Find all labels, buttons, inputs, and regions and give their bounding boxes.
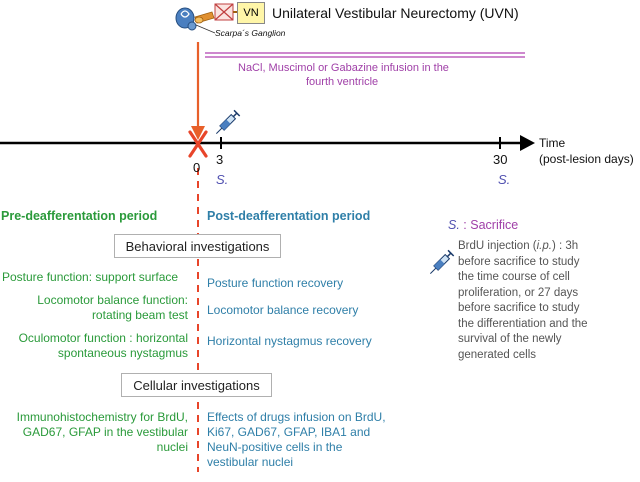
pre-oculomotor-a: Oculomotor function : horizontal: [18, 331, 188, 345]
lesion-x-icon: [188, 130, 208, 158]
post-cellular-line-1: Effects of drugs infusion on BrdU,: [207, 410, 386, 424]
post-locomotor: Locomotor balance recovery: [207, 303, 359, 317]
pre-period-heading: Pre-deafferentation period: [1, 209, 158, 223]
nerve-cut-icon: [214, 3, 234, 21]
brdu-line-6: the differentiation and the: [458, 317, 588, 330]
sacrifice-marker-day30: S.: [498, 172, 511, 187]
inner-ear-icon: [175, 7, 215, 31]
post-cellular-line-3: NeuN-positive cells in the: [207, 440, 343, 454]
legend-sacrifice-text: : Sacrifice: [463, 218, 519, 232]
brdu-line-5: before sacrifice to study: [458, 302, 580, 314]
pre-oculomotor-b: spontaneous nystagmus: [57, 346, 188, 360]
ganglion-label: Scarpa´s Ganglion: [215, 28, 286, 38]
brdu-line-3: the time course of cell: [458, 271, 570, 283]
legend-sacrifice-symbol: S.: [448, 218, 460, 232]
pre-posture: Posture function: support surface: [2, 270, 179, 284]
infusion-line-2: fourth ventricle: [306, 76, 379, 88]
brdu-line-8: generated cells: [458, 348, 536, 361]
sacrifice-marker-day3: S.: [216, 172, 229, 187]
pre-cellular-line-3: nuclei: [156, 440, 188, 454]
post-nystagmus: Horizontal nystagmus recovery: [207, 334, 372, 348]
infusion-line-1: NaCl, Muscimol or Gabazine infusion in t…: [238, 62, 449, 74]
pre-locomotor-b: rotating beam test: [91, 308, 188, 322]
brdu-line-1: BrdU injection (i.p.) : 3h: [458, 240, 579, 252]
post-cellular-line-4: vestibular nuclei: [207, 455, 294, 469]
brdu-line-7: survival of the newly: [458, 333, 562, 345]
legend-sacrifice: S. : Sacrifice: [448, 218, 518, 232]
axis-label-unit: (post-lesion days): [539, 152, 634, 166]
post-cellular-line-2: Ki67, GAD67, GFAP, IBA1 and: [207, 425, 371, 439]
pre-cellular-text: Immunohistochemistry for BrdU, GAD67, GF…: [17, 410, 188, 455]
tick-label-0: 0: [193, 160, 201, 175]
pre-cellular-line-1: Immunohistochemistry for BrdU,: [16, 410, 188, 424]
pre-locomotor-a: Locomotor balance function:: [37, 293, 188, 307]
legend-brdu: BrdU injection (i.p.) : 3h before sacrif…: [458, 239, 588, 363]
post-posture: Posture function recovery: [207, 276, 344, 290]
syringe-icon: [215, 109, 241, 135]
tick-label-3: 3: [216, 152, 224, 167]
axis-label-time: Time: [539, 136, 566, 150]
tick-label-30: 30: [493, 152, 508, 167]
ganglion-pointer: [195, 24, 216, 34]
cellular-heading-box: Cellular investigations: [121, 373, 272, 397]
post-cellular-text: Effects of drugs infusion on BrdU, Ki67,…: [207, 410, 386, 470]
behavioral-heading-box: Behavioral investigations: [114, 234, 281, 258]
brdu-line-4: proliferation, or 27 days: [458, 286, 579, 299]
post-period-heading: Post-deafferentation period: [207, 209, 371, 223]
header-title: Unilateral Vestibular Neurectomy (UVN): [272, 5, 519, 21]
vn-box: VN: [237, 2, 265, 24]
pre-cellular-line-2: GAD67, GFAP in the vestibular: [22, 425, 188, 439]
brdu-line-2: before sacrifice to study: [458, 255, 580, 268]
legend-syringe-icon: [429, 249, 455, 275]
time-axis-arrow: [520, 135, 535, 151]
